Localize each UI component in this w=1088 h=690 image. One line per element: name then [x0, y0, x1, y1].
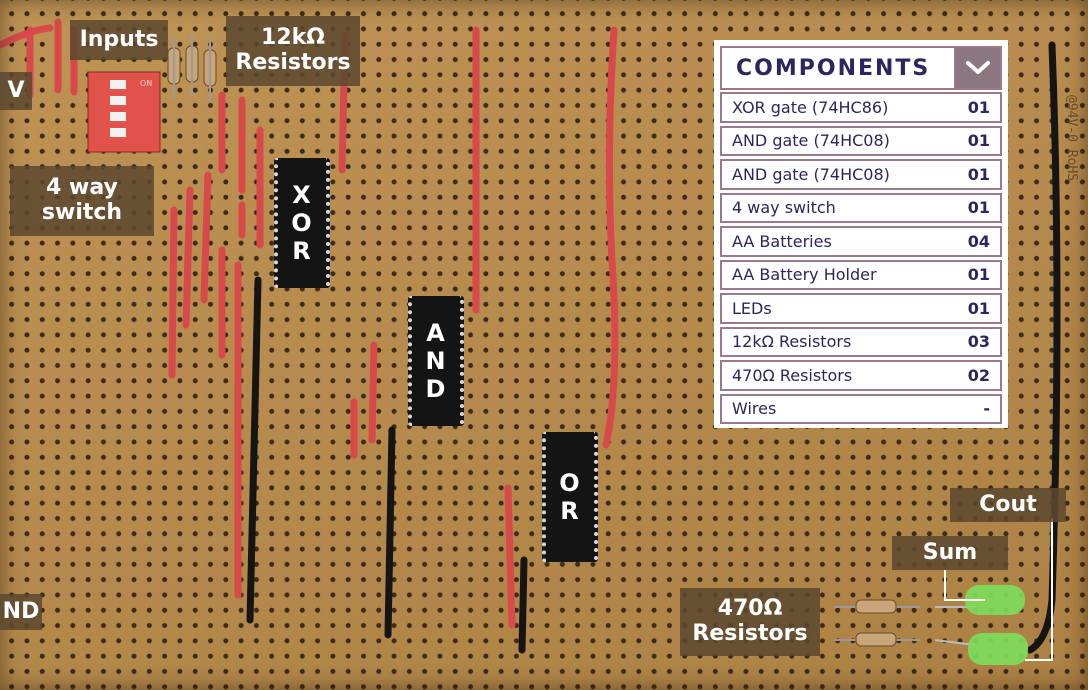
component-name: LEDs [732, 298, 772, 318]
component-qty: 01 [967, 298, 990, 318]
label-4-way-switch: 4 way switch [10, 166, 154, 236]
component-name: XOR gate (74HC86) [732, 97, 889, 117]
chevron-down-icon [966, 61, 990, 74]
resistor [855, 599, 897, 614]
and-chip-letter: A [426, 318, 446, 347]
red-wire [504, 484, 516, 629]
component-qty: 01 [967, 164, 990, 184]
component-row: 12kΩ Resistors 03 [720, 326, 1002, 357]
component-row: AND gate (74HC08) 01 [720, 159, 1002, 190]
led-cout [968, 633, 1028, 665]
switch-slider [110, 80, 126, 89]
led-sum [965, 585, 1025, 615]
label-gnd: ND [0, 594, 42, 630]
component-name: 4 way switch [732, 198, 836, 218]
component-row: LEDs 01 [720, 293, 1002, 324]
component-qty: 01 [967, 131, 990, 151]
black-wire [1026, 41, 1061, 654]
components-list: XOR gate (74HC86)01 AND gate (74HC08)01 … [720, 92, 1002, 424]
red-wires [0, 18, 619, 629]
xor-chip-letter: X [292, 180, 312, 209]
component-qty: - [983, 399, 990, 419]
component-row: AND gate (74HC08) 01 [720, 125, 1002, 156]
component-qty: 01 [967, 97, 990, 117]
components-toggle-button[interactable] [954, 46, 1002, 90]
and-chip-letter: N [425, 346, 447, 375]
label-12k-resistors: 12kΩ Resistors [226, 16, 360, 86]
red-wire [0, 24, 54, 49]
label-cout: Cout [950, 488, 1066, 522]
xor-chip: X O R [274, 158, 330, 288]
black-wires [246, 41, 1061, 654]
label-sum: Sum [892, 536, 1008, 570]
red-wire [368, 341, 378, 444]
red-wire [200, 171, 212, 304]
and-chip: A N D [408, 296, 464, 426]
component-row: AA Batteries 04 [720, 226, 1002, 257]
xor-chip-letter: R [292, 237, 312, 266]
component-row: AA Battery Holder 01 [720, 259, 1002, 290]
component-qty: 04 [967, 231, 990, 251]
red-wire [168, 206, 178, 379]
black-wire [518, 556, 528, 654]
label-vcc: V [0, 72, 32, 110]
component-name: AND gate (74HC08) [732, 131, 890, 151]
label-inputs: Inputs [70, 20, 168, 60]
or-chip-letter: O [559, 468, 581, 497]
red-wire [182, 186, 194, 329]
resistors-470 [834, 599, 920, 647]
black-wire [246, 276, 262, 624]
component-qty: 01 [967, 265, 990, 285]
component-name: 470Ω Resistors [732, 365, 853, 385]
xor-chip-letter: O [291, 208, 313, 237]
component-row: 4 way switch 01 [720, 192, 1002, 223]
or-chip: O R [542, 432, 598, 562]
switch-slider [110, 128, 126, 137]
components-panel: COMPONENTS XOR gate (74HC86) 01 AND gate … [714, 40, 1008, 428]
component-row: Wires - [720, 393, 1002, 424]
switch-slider [110, 96, 126, 105]
components-header: COMPONENTS [720, 46, 1002, 90]
board-print: @94V-0 RoHS [1064, 95, 1079, 181]
label-pointers [944, 518, 1053, 661]
component-row: 470Ω Resistors 02 [720, 360, 1002, 391]
and-chip-letter: D [425, 375, 447, 404]
resistor [855, 632, 897, 647]
switch-slider [110, 112, 126, 121]
component-row: XOR gate (74HC86) 01 [720, 92, 1002, 123]
component-qty: 03 [967, 332, 990, 352]
component-name: AA Batteries [732, 231, 832, 251]
component-name: AA Battery Holder [732, 265, 877, 285]
or-chip-letter: R [560, 497, 580, 525]
red-wire [602, 26, 619, 449]
component-name: AND gate (74HC08) [732, 164, 890, 184]
component-qty: 01 [967, 198, 990, 218]
leds [934, 585, 1028, 665]
dip-switch: ON [87, 71, 161, 153]
component-name: Wires [732, 399, 777, 419]
component-qty: 02 [967, 365, 990, 385]
components-title: COMPONENTS [720, 46, 954, 90]
resistors-12k [167, 34, 217, 102]
component-name: 12kΩ Resistors [732, 332, 852, 352]
black-wire [384, 426, 396, 639]
label-470-resistors: 470Ω Resistors [680, 588, 820, 656]
switch-on-mark: ON [140, 79, 152, 88]
